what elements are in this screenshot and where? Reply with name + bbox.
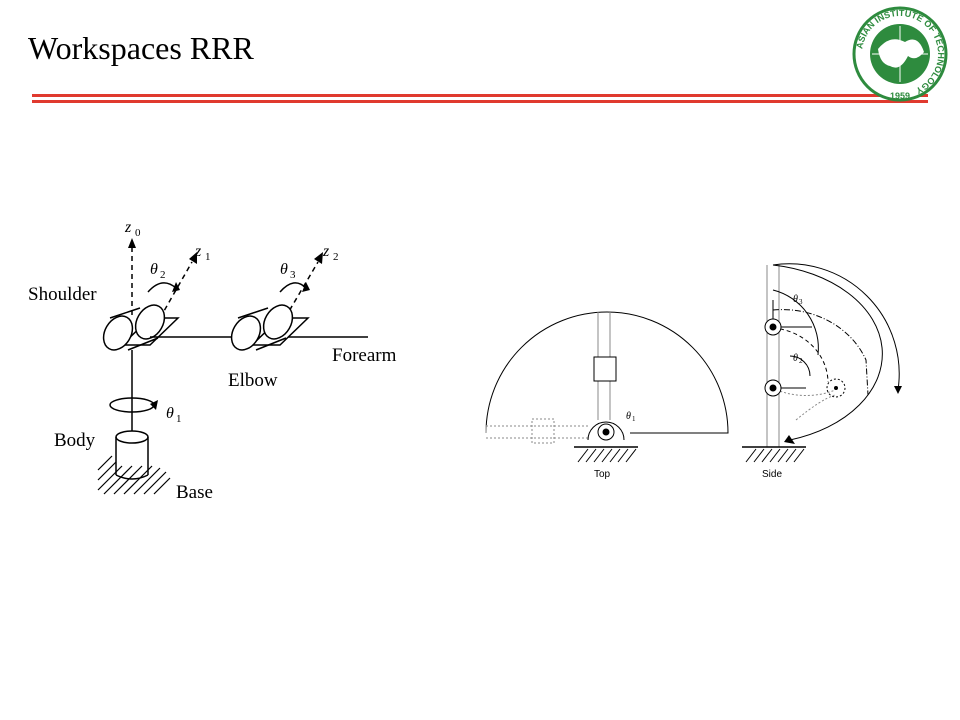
z0-label: z — [124, 219, 132, 236]
theta3-subscript: 3 — [290, 269, 296, 281]
theta2-subscript: 2 — [160, 269, 166, 281]
title-divider-bottom — [32, 100, 928, 103]
base-label: Base — [176, 482, 213, 503]
title-divider-top — [32, 94, 928, 97]
manipulator-labels: z 0 z 1 z 2 θ 2 θ 3 θ 1 Shoulder Elbow F… — [28, 219, 397, 503]
side-theta2-label: θ — [793, 353, 798, 364]
theta2-label: θ — [150, 261, 158, 278]
rrr-manipulator-illustration — [97, 238, 368, 495]
theta3-label: θ — [280, 261, 288, 278]
z2-subscript: 2 — [333, 251, 339, 263]
side-view-workspace — [742, 263, 902, 463]
side-theta3-subscript: 3 — [799, 298, 803, 306]
top-view-workspace — [485, 311, 729, 463]
side-view-caption: Side — [762, 469, 782, 480]
side-theta3-label: θ — [793, 294, 798, 305]
forearm-label: Forearm — [332, 345, 397, 366]
top-theta1-subscript: 1 — [632, 415, 636, 423]
z2-label: z — [322, 243, 330, 260]
slide-title: Workspaces RRR — [28, 30, 254, 66]
z1-label: z — [194, 243, 202, 260]
theta1-subscript: 1 — [176, 413, 182, 425]
theta1-label: θ — [166, 405, 174, 422]
elbow-label: Elbow — [228, 370, 278, 391]
shoulder-label: Shoulder — [28, 284, 97, 305]
institute-logo-icon: ASIAN INSTITUTE OF TECHNOLOGY 1959 — [852, 6, 948, 102]
top-theta1-label: θ — [626, 411, 631, 422]
logo-year: 1959 — [890, 91, 910, 101]
z1-subscript: 1 — [205, 251, 211, 263]
z0-subscript: 0 — [135, 227, 141, 239]
top-view-caption: Top — [594, 469, 611, 480]
body-label: Body — [54, 430, 96, 451]
side-theta2-subscript: 2 — [799, 357, 803, 365]
